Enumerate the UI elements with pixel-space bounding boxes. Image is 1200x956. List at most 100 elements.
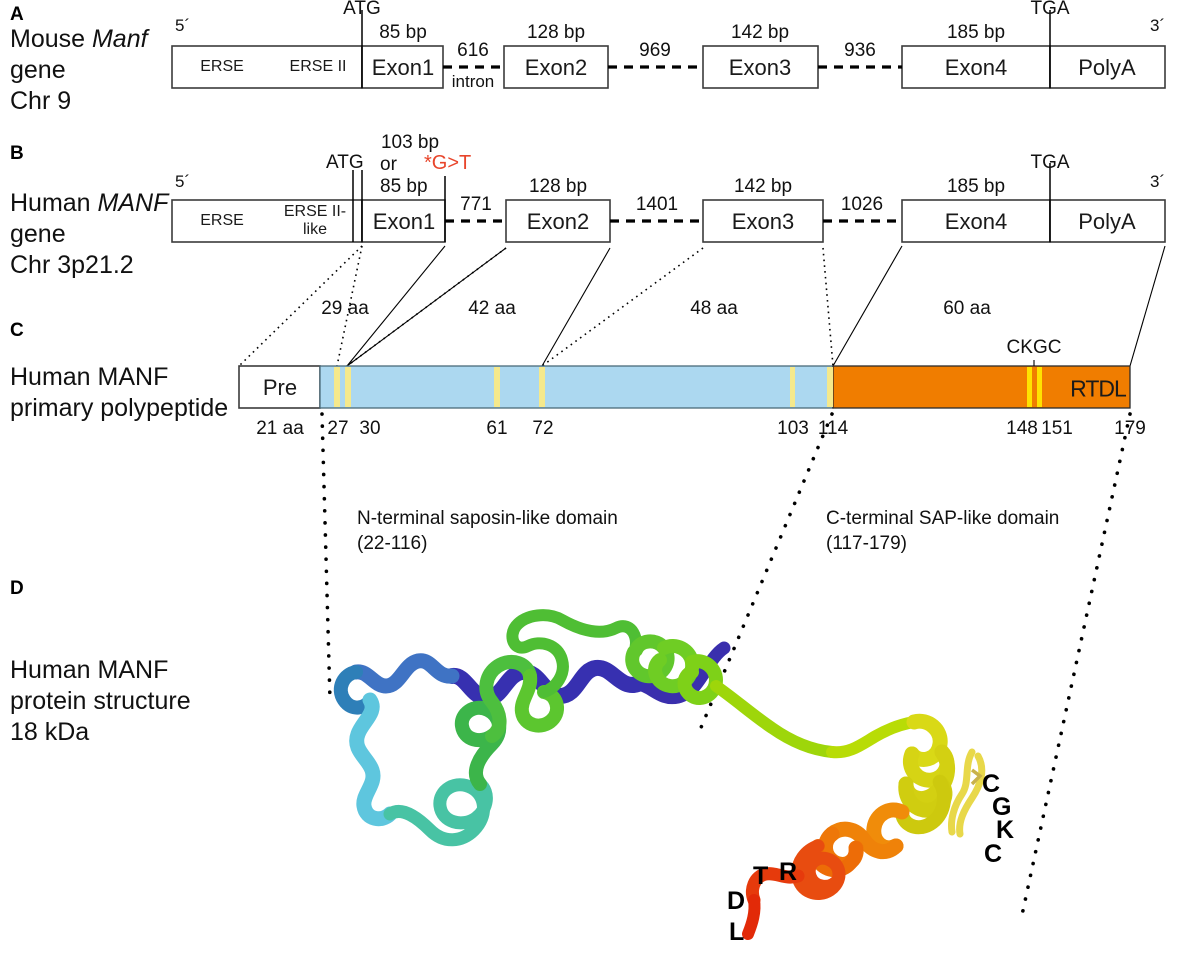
panelC-pre-size: 21 aa (256, 418, 304, 439)
cysteine-stripe-151 (1037, 367, 1042, 407)
connector-d-right (1020, 412, 1132, 917)
panelB-title: Human MANF gene Chr 3p21.2 (10, 188, 168, 281)
panelC-cdomain-segment (832, 365, 1131, 409)
panelD-residue-c2: C (984, 840, 1003, 868)
panelC-domain-n-range: (22-116) (357, 533, 428, 554)
panelA-exon1-label: Exon1 (371, 55, 435, 80)
panelB-exon3-size: 142 bp (733, 176, 793, 197)
panelC-domain-n: N-terminal saposin-like domain (22-116) (357, 506, 618, 556)
panelA-exon3-size: 142 bp (730, 22, 790, 43)
panelC-tick-61: 61 (486, 418, 508, 439)
panelD-residue-t: T (753, 862, 769, 890)
panelC-polypeptide-bar (238, 360, 1131, 409)
ribbon-helix-green-1 (454, 700, 507, 791)
panelC-tick-114: 114 (817, 418, 849, 439)
panelA-3prime-label: 3´ (1150, 16, 1166, 35)
connector-exon4-end (1129, 245, 1166, 367)
panelA-promoter-box (171, 45, 363, 89)
ribbon-helix-green-2 (479, 655, 537, 743)
panelB-to-panelC-connectors (238, 245, 1166, 367)
panelD-title-line3: 18 kDa (10, 718, 90, 746)
panelC-tick-72: 72 (532, 418, 554, 439)
connector-exon3-end (822, 247, 834, 367)
panelC-exon4-aa: 60 aa (943, 298, 991, 319)
cysteine-stripe-30 (345, 367, 351, 407)
panelB-exon1-size-line2: or (380, 154, 397, 175)
cysteine-stripe-103 (790, 367, 795, 407)
panelA-title-line3: Chr 9 (10, 87, 72, 115)
panelA-exon2-box (503, 45, 609, 89)
ribbon-helix-yellow-1 (904, 713, 948, 767)
panelC-title-line1: Human MANF (10, 363, 169, 391)
panel-letter-a: A (10, 4, 24, 25)
panelB-tga-label: TGA (1030, 152, 1070, 173)
ribbon-helix-blue-turn (333, 665, 377, 715)
panelC-pre-label: Pre (262, 375, 298, 400)
panelD-protein-structure (333, 609, 986, 940)
panelB-3prime-label: 3´ (1150, 172, 1166, 191)
panelB-promoter-box (171, 199, 363, 243)
ribbon-helix-cyan (349, 692, 398, 827)
panelA-tga-label: TGA (1030, 0, 1070, 19)
panelB-title-line3: Chr 3p21.2 (10, 251, 134, 279)
panelC-domain-c: C-terminal SAP-like domain (117-179) (826, 506, 1059, 556)
panelB-title-line2: gene (10, 220, 66, 248)
panelA-title-line1: Mouse Manf (10, 25, 148, 53)
panelB-intron1-size: 771 (460, 194, 492, 215)
panelC-tick-179: 179 (1114, 418, 1146, 439)
panelC-tick-30: 30 (359, 418, 381, 439)
panelD-residue-k: K (996, 816, 1015, 844)
panelB-gene-map (171, 163, 1166, 243)
panelC-pre-segment (238, 365, 321, 409)
cysteine-stripe-72 (539, 367, 545, 407)
panelB-exon3-label: Exon3 (731, 209, 795, 234)
panelA-intron2-size: 969 (639, 40, 671, 61)
ribbon-linker (710, 680, 838, 758)
cysteine-stripe-148 (1027, 367, 1032, 407)
panelC-tick-27: 27 (327, 418, 349, 439)
panelA-exon4-size: 185 bp (946, 22, 1006, 43)
panelC-tick-148: 148 (1006, 418, 1038, 439)
panelB-exon4-label: Exon4 (944, 209, 1008, 234)
panelC-domain-c-range: (117-179) (826, 533, 907, 554)
panelC-rtdl-label: RTDL (1070, 375, 1127, 402)
panelA-intron3-size: 936 (844, 40, 876, 61)
panelC-domain-n-name: N-terminal saposin-like domain (357, 508, 618, 529)
panelA-exon3-label: Exon3 (728, 55, 792, 80)
connector-d-left (320, 412, 332, 702)
panelC-exon3-aa: 48 aa (690, 298, 738, 319)
panel-letter-b: B (10, 143, 24, 164)
panelB-title-line1: Human MANF (10, 189, 169, 217)
panelC-tick-103: 103 (777, 418, 809, 439)
panel-letter-d: D (10, 578, 24, 599)
connector-d-middle (698, 412, 834, 732)
ribbon-helix-green-3 (514, 669, 565, 733)
panelC-domain-c-name: C-terminal SAP-like domain (826, 508, 1060, 529)
ribbon-helix-blue (348, 653, 460, 694)
panelC-ckgc-label: CKGC (1006, 337, 1062, 358)
ribbon-coil-red-3 (742, 894, 761, 940)
ribbon-helix-orange-2 (824, 821, 904, 860)
connector-exon2-end (541, 247, 611, 367)
panelC-exon1-aa: 29 aa (321, 298, 369, 319)
panelD-residue-c1: C (982, 770, 1001, 798)
panelC-ndomain-segment (319, 365, 834, 409)
panelB-5prime-label: 5´ (175, 172, 191, 191)
panelD-title-line1: Human MANF (10, 656, 169, 684)
cysteine-stripe-114 (827, 367, 833, 407)
connector-exon3-start (541, 247, 704, 367)
panelA-intron1-size: 616 (457, 40, 489, 61)
panelA-erse2-label: ERSE II (289, 58, 347, 75)
panelA-gene-name: Manf (91, 25, 148, 53)
panelC-title: Human MANF primary polypeptide (10, 362, 228, 424)
panelA-gene-map (171, 10, 1166, 89)
panelB-intron2-size: 1401 (635, 194, 679, 215)
panelB-polyA-box (1049, 199, 1166, 243)
ribbon-loop-teal (383, 777, 493, 847)
panelA-title: Mouse Manf gene Chr 9 (10, 24, 148, 117)
panelB-polyA-label: PolyA (1078, 209, 1136, 234)
cysteine-stripe-61 (494, 367, 500, 407)
ribbon-coil-red-2 (746, 867, 805, 907)
panelA-polyA-label: PolyA (1078, 55, 1136, 80)
